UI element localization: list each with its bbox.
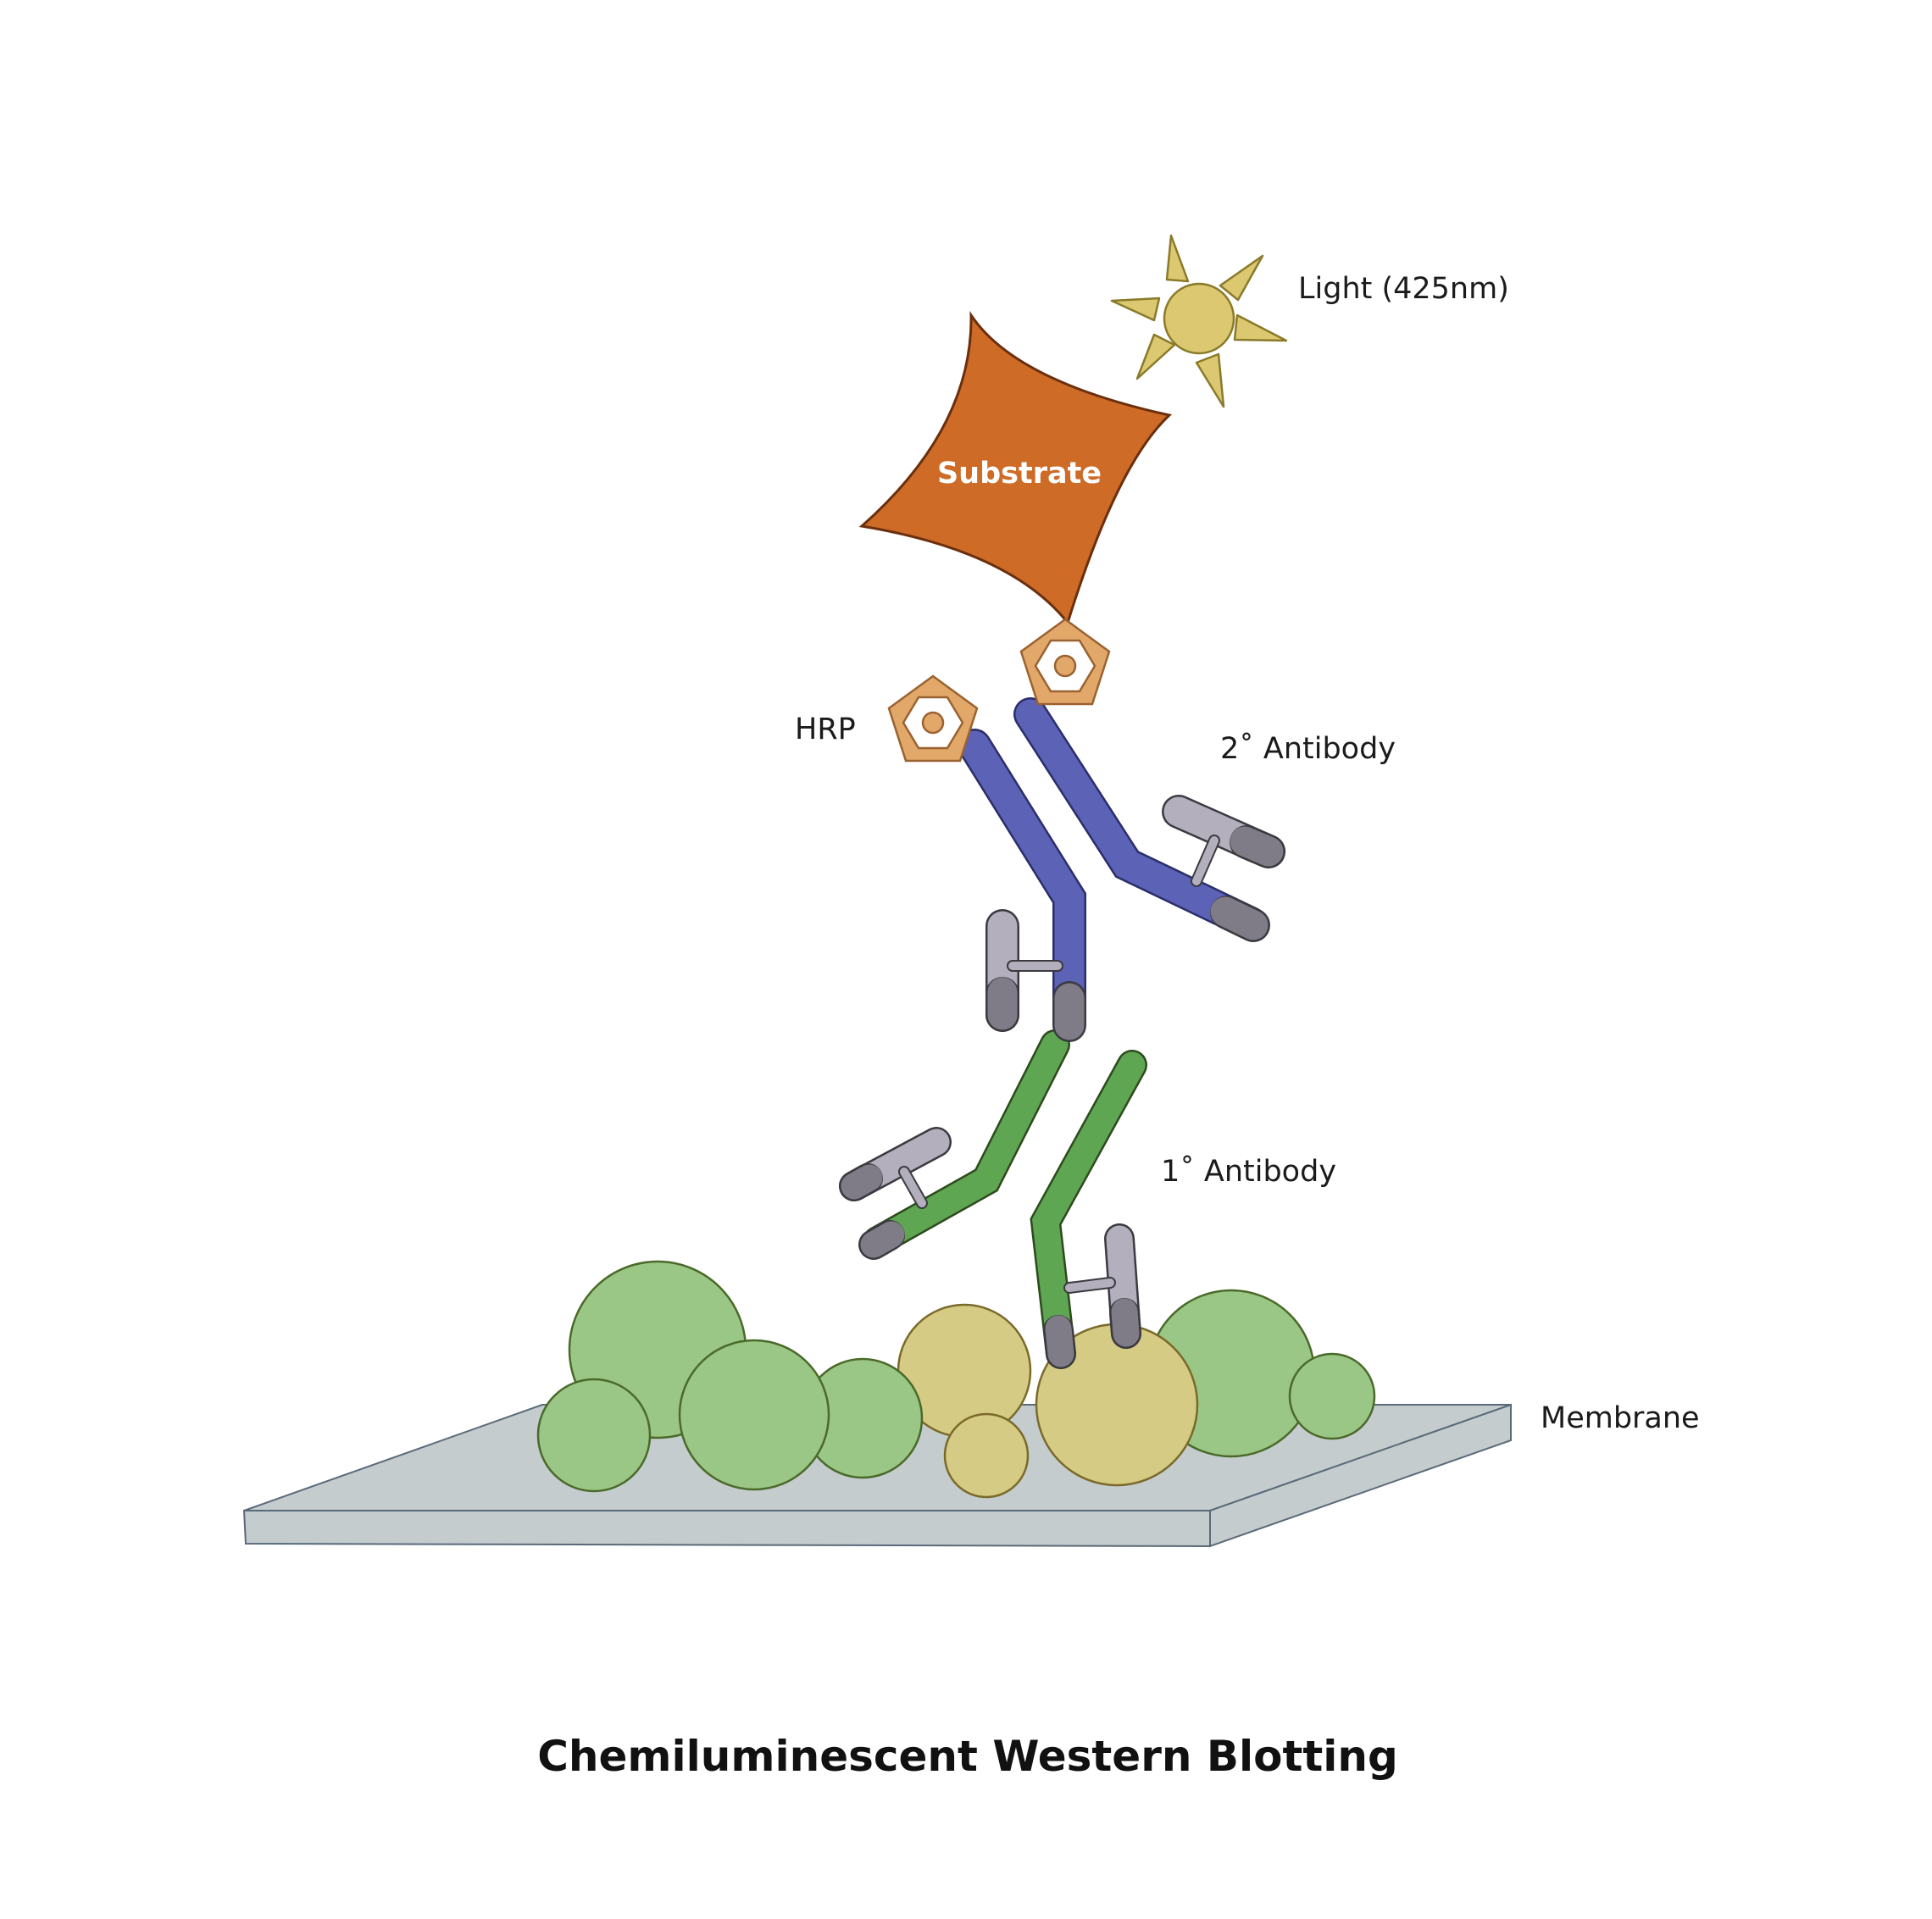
hrp-enzyme	[1019, 618, 1111, 706]
protein-yellow	[943, 1412, 1030, 1499]
hrp-enzyme	[887, 674, 979, 763]
proteins	[536, 1260, 1376, 1499]
membrane-front	[242, 1510, 1211, 1548]
secondary-antibody-label: 2˚ Antibody	[1220, 731, 1396, 766]
hrp-label: HRP	[795, 713, 856, 746]
substrate-label: Substrate	[937, 457, 1102, 491]
protein-green	[536, 1378, 652, 1493]
diagram-title: Chemiluminescent Western Blotting	[537, 1732, 1398, 1781]
protein-green	[678, 1339, 830, 1491]
membrane-side	[1209, 1403, 1512, 1548]
membrane-label: Membrane	[1541, 1401, 1700, 1435]
protein-green	[1288, 1352, 1376, 1440]
light-label: Light (425nm)	[1298, 272, 1509, 306]
primary-antibody	[839, 1029, 1147, 1369]
primary-antibody-label: 1˚ Antibody	[1161, 1154, 1336, 1189]
light-sun-icon	[1110, 234, 1288, 408]
secondary-antibody	[958, 697, 1285, 1042]
